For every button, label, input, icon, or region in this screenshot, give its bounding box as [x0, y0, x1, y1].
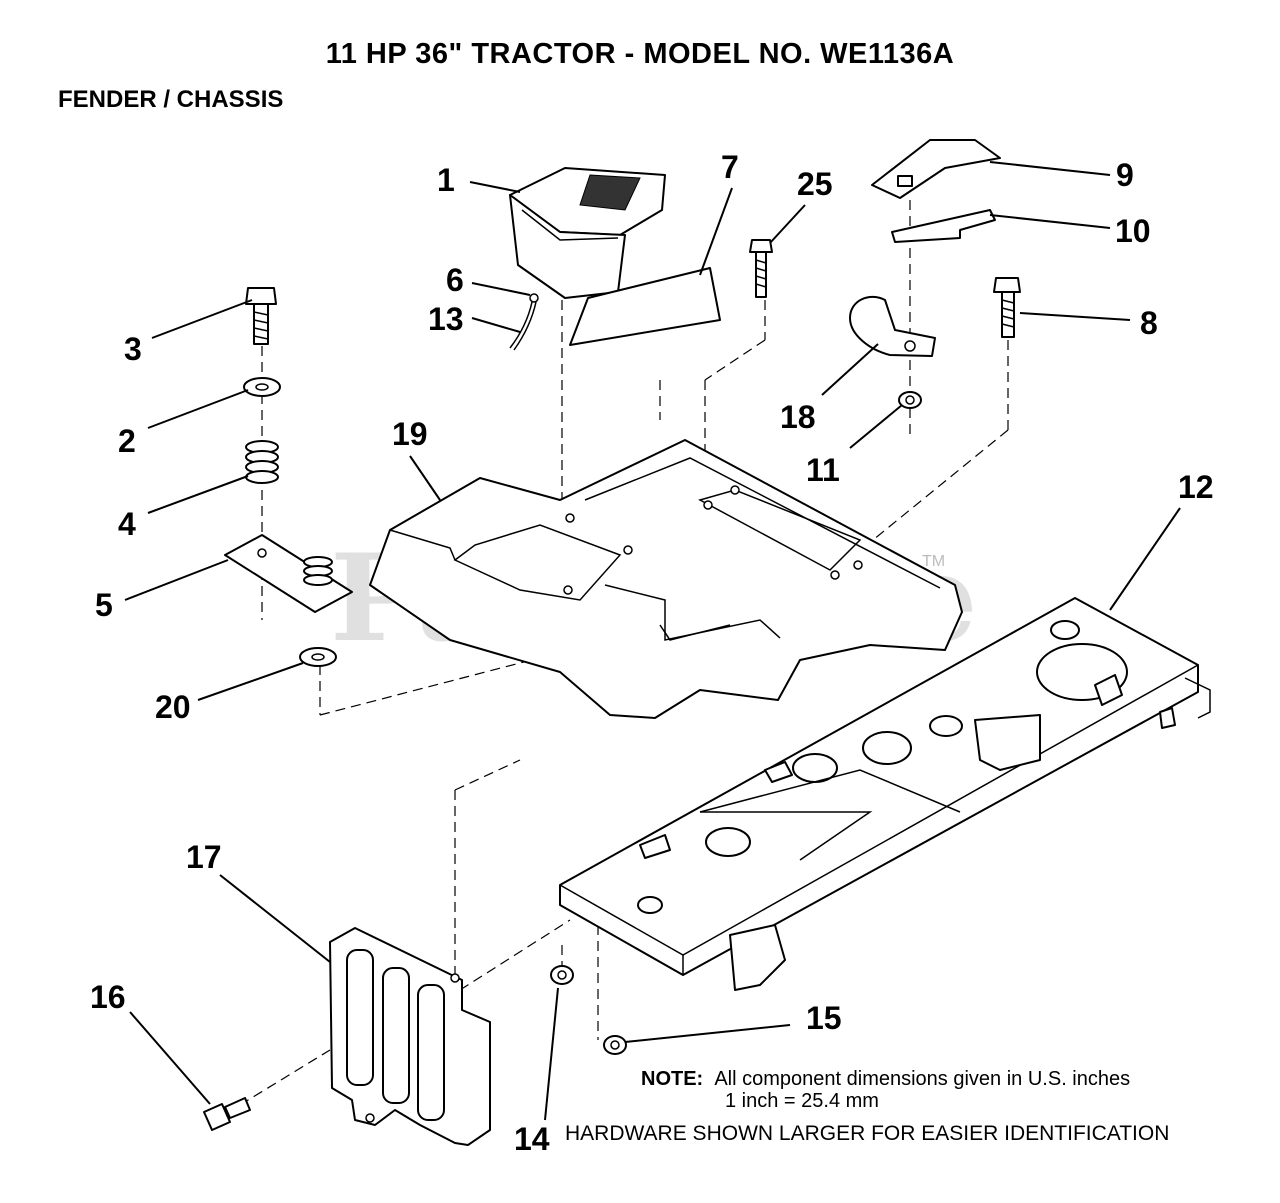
callout-2: 2	[118, 423, 136, 459]
part-10-plate	[891, 209, 996, 243]
part-7-pad	[569, 267, 721, 346]
part-13-wire	[509, 301, 537, 351]
note-line-1: NOTE: All component dimensions given in …	[641, 1068, 1130, 1090]
watermark-trademark: TM	[922, 553, 945, 570]
part-9-bracket	[871, 139, 1001, 199]
callout-7: 7	[721, 149, 739, 185]
callout-18: 18	[780, 399, 816, 435]
part-16-bolt	[203, 1097, 251, 1131]
callout-16: 16	[90, 979, 126, 1015]
callout-9: 9	[1116, 157, 1134, 193]
part-12-chassis	[559, 597, 1211, 991]
part-4-spring	[245, 440, 279, 484]
callout-8: 8	[1140, 305, 1158, 341]
callout-15: 15	[806, 1000, 842, 1036]
callout-19: 19	[392, 416, 428, 452]
part-2-washer	[243, 377, 281, 397]
callout-10: 10	[1115, 213, 1151, 249]
part-5-plate	[224, 534, 353, 613]
callout-11: 11	[806, 452, 840, 488]
note-label: NOTE:	[641, 1068, 704, 1090]
callout-25: 25	[797, 166, 833, 202]
note-line-2: 1 inch = 25.4 mm	[725, 1090, 879, 1112]
callout-20: 20	[155, 689, 191, 725]
part-11-nut	[898, 391, 922, 409]
dimension-note: NOTE: All component dimensions given in …	[641, 1068, 1130, 1112]
part-8-bolt	[993, 277, 1021, 338]
callout-12: 12	[1178, 469, 1214, 505]
hardware-note: HARDWARE SHOWN LARGER FOR EASIER IDENTIF…	[565, 1122, 1170, 1145]
callout-14: 14	[514, 1121, 550, 1157]
callout-6: 6	[446, 262, 464, 298]
callout-5: 5	[95, 587, 113, 623]
part-19-fender	[369, 439, 963, 719]
part-6-clip	[529, 293, 539, 303]
part-20-washer	[299, 647, 337, 667]
callout-4: 4	[118, 506, 136, 542]
diagram-title: 11 HP 36" TRACTOR - MODEL NO. WE1136A	[325, 38, 955, 70]
part-15-nut	[603, 1035, 627, 1055]
part-18-clamp	[849, 295, 936, 357]
part-25-bolt	[749, 239, 773, 298]
callout-13: 13	[428, 301, 464, 337]
callout-17: 17	[186, 839, 222, 875]
callout-1: 1	[437, 162, 455, 198]
part-14-nut	[550, 965, 574, 985]
part-17-bracket	[329, 927, 491, 1146]
part-1-tray	[509, 167, 666, 299]
callout-3: 3	[124, 331, 142, 367]
note-text-1: All component dimensions given in U.S. i…	[714, 1068, 1131, 1090]
diagram-subtitle: FENDER / CHASSIS	[58, 86, 284, 113]
part-3-bolt	[245, 287, 277, 345]
leader-lines	[124, 161, 1181, 1121]
